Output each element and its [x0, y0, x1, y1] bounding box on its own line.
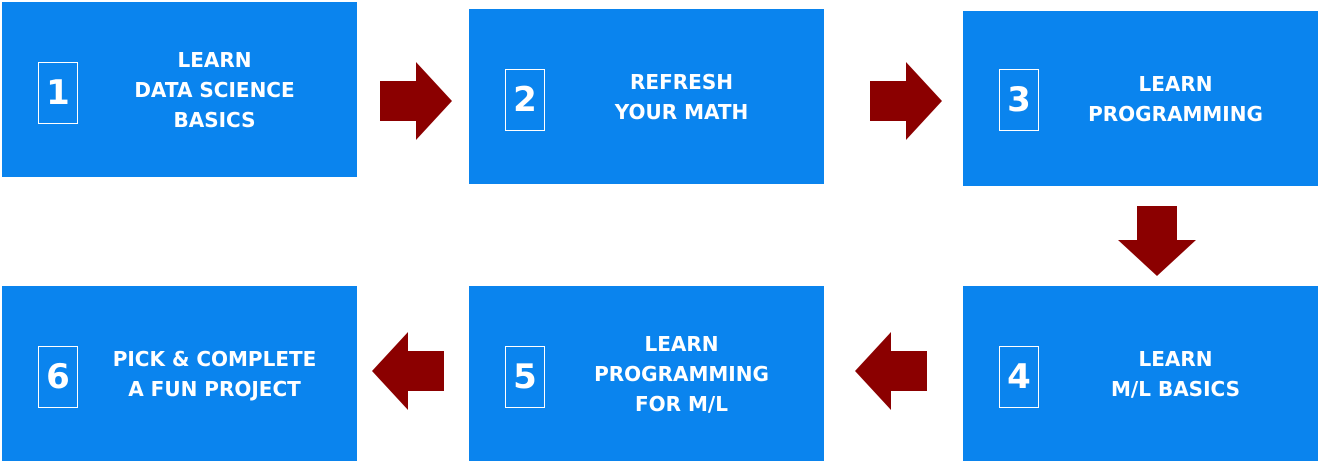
step-5-label-line-2: PROGRAMMING	[594, 361, 769, 386]
step-5-label-line-3: FOR M/L	[635, 391, 728, 416]
step-2-number: 2	[505, 69, 545, 131]
step-6-number: 6	[38, 346, 78, 408]
step-2-label-line-2: YOUR MATH	[614, 99, 749, 124]
step-3-label-line-2: PROGRAMMING	[1088, 101, 1263, 126]
step-3-label-line-1: LEARN	[1138, 71, 1213, 96]
step-5-number: 5	[505, 346, 545, 408]
left-arrow-icon	[855, 332, 927, 410]
step-5-box: 5 LEARN PROGRAMMING FOR M/L	[469, 286, 824, 461]
step-6-label: PICK & COMPLETE A FUN PROJECT	[92, 286, 337, 461]
step-3-box: 3 LEARN PROGRAMMING	[963, 11, 1318, 186]
step-4-number: 4	[999, 346, 1039, 408]
step-4-label: LEARN M/L BASICS	[1053, 286, 1298, 461]
step-2-label-line-1: REFRESH	[630, 69, 733, 94]
step-1-box: 1 LEARN DATA SCIENCE BASICS	[2, 2, 357, 177]
step-1-label-line-2: DATA SCIENCE	[134, 77, 295, 102]
right-arrow-icon	[380, 62, 452, 140]
down-arrow-icon	[1118, 206, 1196, 276]
step-2-box: 2 REFRESH YOUR MATH	[469, 9, 824, 184]
step-5-label: LEARN PROGRAMMING FOR M/L	[559, 286, 804, 461]
step-2-label: REFRESH YOUR MATH	[559, 9, 804, 184]
step-6-label-line-2: A FUN PROJECT	[128, 376, 301, 401]
step-1-label-line-3: BASICS	[173, 107, 256, 132]
step-5-label-line-1: LEARN	[644, 331, 719, 356]
step-4-label-line-2: M/L BASICS	[1111, 376, 1240, 401]
step-1-number: 1	[38, 62, 78, 124]
step-6-label-line-1: PICK & COMPLETE	[112, 346, 317, 371]
step-1-label-line-1: LEARN	[177, 47, 252, 72]
step-4-box: 4 LEARN M/L BASICS	[963, 286, 1318, 461]
step-1-label: LEARN DATA SCIENCE BASICS	[92, 2, 337, 177]
step-4-label-line-1: LEARN	[1138, 346, 1213, 371]
right-arrow-icon	[870, 62, 942, 140]
step-6-box: 6 PICK & COMPLETE A FUN PROJECT	[2, 286, 357, 461]
left-arrow-icon	[372, 332, 444, 410]
step-3-number: 3	[999, 69, 1039, 131]
step-3-label: LEARN PROGRAMMING	[1053, 11, 1298, 186]
